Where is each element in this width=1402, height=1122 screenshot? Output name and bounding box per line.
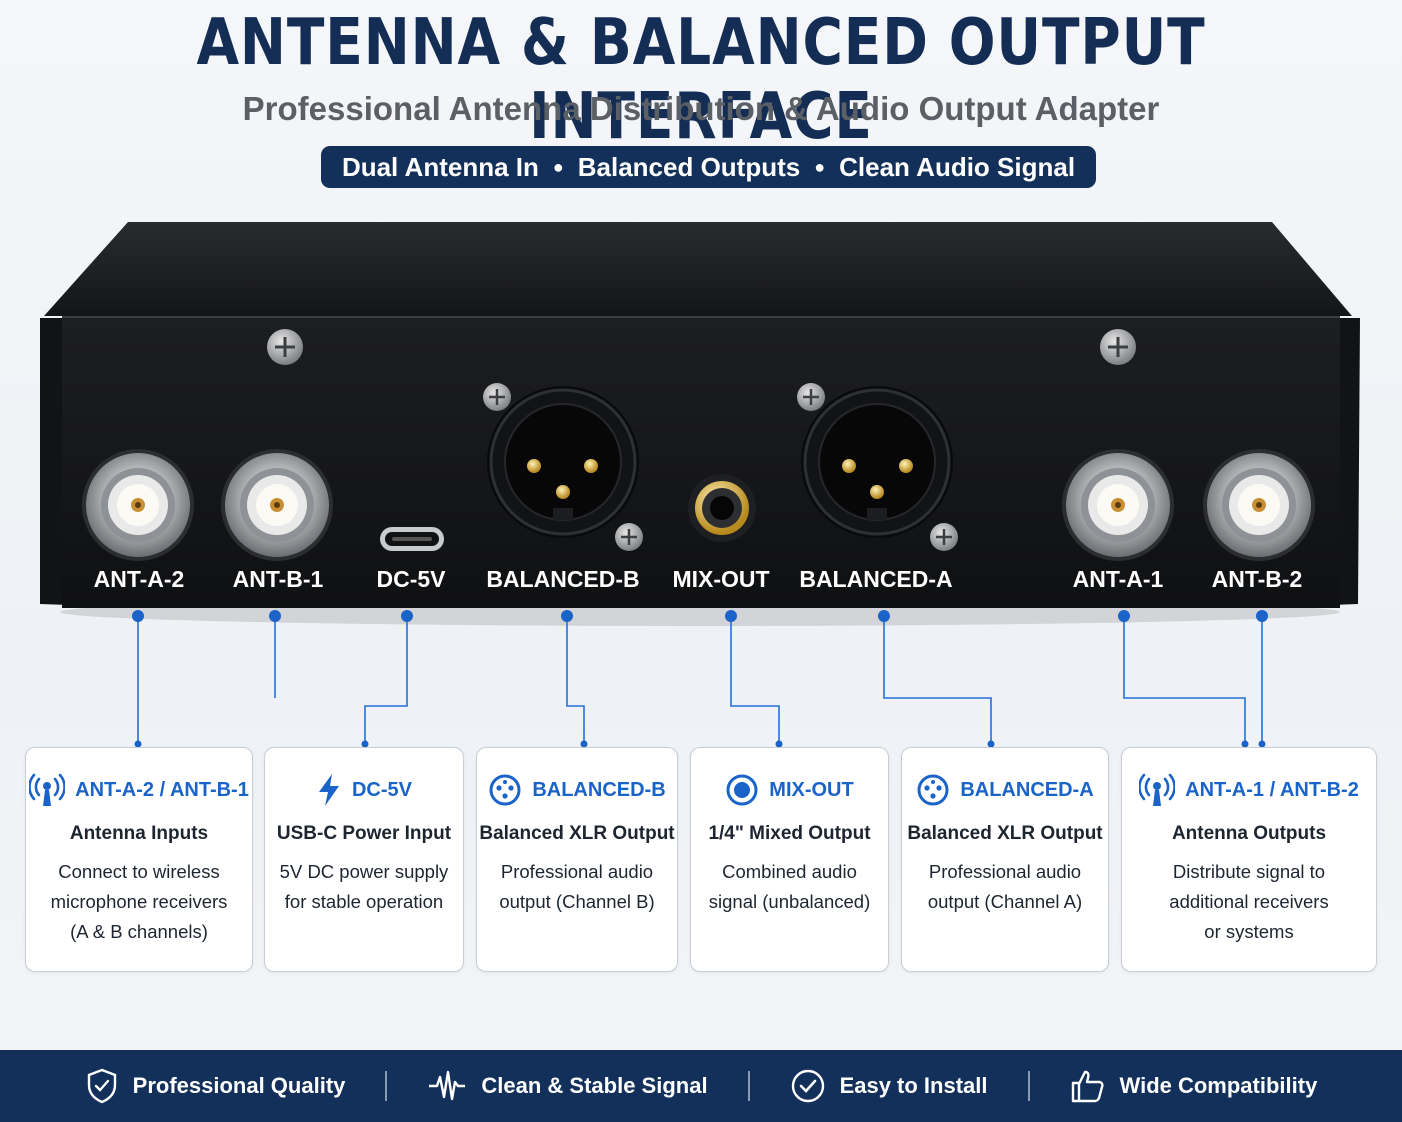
card-subtitle: Antenna Inputs bbox=[69, 823, 209, 844]
port-label-ant-b-2: ANT-B-2 bbox=[1211, 566, 1303, 592]
antenna-icon bbox=[1139, 773, 1176, 806]
pill-item: Balanced Outputs bbox=[577, 151, 801, 182]
footer-label: Professional Quality bbox=[132, 1073, 346, 1098]
footer-item-quality: Professional Quality bbox=[45, 1068, 386, 1104]
bullet-separator: ● bbox=[552, 156, 564, 177]
card-antenna-inputs: ANT-A-2 / ANT-B-1 Antenna Inputs Connect… bbox=[25, 747, 253, 972]
device-top bbox=[44, 222, 1352, 316]
target-icon bbox=[726, 774, 758, 806]
card-description: Professional audio output (Channel A) bbox=[902, 857, 1108, 917]
card-header: DC-5V bbox=[265, 774, 463, 806]
callout-lines bbox=[137, 616, 1263, 744]
footer-divider bbox=[747, 1071, 750, 1101]
desc-line: (A & B channels) bbox=[70, 921, 208, 942]
card-header: BALANCED-A bbox=[902, 774, 1108, 806]
card-title: BALANCED-B bbox=[532, 778, 666, 801]
card-subtitle: USB-C Power Input bbox=[276, 823, 452, 844]
desc-line: or systems bbox=[1204, 921, 1294, 942]
port-label-ant-b-1: ANT-B-1 bbox=[232, 566, 324, 592]
xlr-connector-icon bbox=[797, 383, 958, 551]
card-title: DC-5V bbox=[351, 778, 412, 801]
desc-line: Connect to wireless bbox=[58, 861, 220, 882]
bnc-connector-icon bbox=[1203, 449, 1315, 561]
footer-label: Wide Compatibility bbox=[1119, 1073, 1318, 1098]
card-title: MIX-OUT bbox=[769, 778, 854, 801]
screw-icon bbox=[267, 329, 303, 365]
thumbs-up-icon bbox=[1071, 1070, 1104, 1103]
card-description: Connect to wireless microphone receivers… bbox=[26, 857, 252, 947]
quarter-inch-jack-icon bbox=[688, 474, 756, 542]
pill-item: Clean Audio Signal bbox=[839, 151, 1076, 182]
desc-line: Distribute signal to bbox=[1172, 861, 1326, 882]
card-description: Professional audio output (Channel B) bbox=[477, 857, 677, 917]
desc-line: output (Channel B) bbox=[499, 891, 655, 912]
footer-divider bbox=[1027, 1071, 1030, 1101]
bullet-separator: ● bbox=[814, 156, 826, 177]
card-balanced-b: BALANCED-B Balanced XLR Output Professio… bbox=[476, 747, 678, 972]
card-mix-out: MIX-OUT 1/4" Mixed Output Combined audio… bbox=[690, 747, 889, 972]
desc-line: microphone receivers bbox=[50, 891, 228, 912]
screw-icon bbox=[1100, 329, 1136, 365]
card-antenna-outputs: ANT-A-1 / ANT-B-2 Antenna Outputs Distri… bbox=[1121, 747, 1377, 972]
page-subtitle: Professional Antenna Distribution & Audi… bbox=[242, 90, 1160, 127]
desc-line: additional receivers bbox=[1169, 891, 1329, 912]
pill-item: Dual Antenna In bbox=[341, 151, 539, 182]
feature-pill: Dual Antenna In ● Balanced Outputs ● Cle… bbox=[321, 146, 1096, 188]
desc-line: signal (unbalanced) bbox=[708, 891, 871, 912]
card-header: MIX-OUT bbox=[691, 774, 888, 806]
footer-item-signal: Clean & Stable Signal bbox=[387, 1069, 747, 1103]
waveform-icon bbox=[429, 1070, 466, 1101]
footer-bar: Professional Quality Clean & Stable Sign… bbox=[0, 1050, 1402, 1122]
desc-line: 5V DC power supply bbox=[279, 861, 449, 882]
footer-label: Easy to Install bbox=[839, 1073, 988, 1098]
port-label-mix-out: MIX-OUT bbox=[672, 566, 770, 592]
card-title: BALANCED-A bbox=[960, 778, 1094, 801]
desc-line: Combined audio bbox=[722, 861, 857, 882]
card-subtitle: Balanced XLR Output bbox=[907, 823, 1103, 844]
check-circle-icon bbox=[791, 1069, 824, 1103]
card-subtitle: Balanced XLR Output bbox=[479, 823, 675, 844]
card-description: 5V DC power supply for stable operation bbox=[265, 857, 463, 917]
desc-line: Professional audio bbox=[928, 861, 1082, 882]
bnc-connector-icon bbox=[221, 449, 333, 561]
xlr-icon bbox=[489, 774, 521, 806]
card-header: ANT-A-2 / ANT-B-1 bbox=[26, 773, 252, 806]
card-description: Distribute signal to additional receiver… bbox=[1122, 857, 1376, 947]
port-label-balanced-b: BALANCED-B bbox=[486, 566, 640, 592]
shield-icon bbox=[87, 1068, 116, 1104]
desc-line: Professional audio bbox=[500, 861, 654, 882]
bnc-connector-icon bbox=[82, 449, 194, 561]
footer-label: Clean & Stable Signal bbox=[481, 1073, 708, 1098]
card-header: BALANCED-B bbox=[477, 774, 677, 806]
bnc-connector-icon bbox=[1062, 449, 1174, 561]
card-balanced-a: BALANCED-A Balanced XLR Output Professio… bbox=[901, 747, 1109, 972]
footer-divider bbox=[385, 1071, 388, 1101]
card-dc-5v: DC-5V USB-C Power Input 5V DC power supp… bbox=[264, 747, 464, 972]
xlr-connector-icon bbox=[483, 383, 643, 551]
desc-line: output (Channel A) bbox=[927, 891, 1083, 912]
card-title: ANT-A-1 / ANT-B-2 bbox=[1185, 778, 1359, 801]
card-title: ANT-A-2 / ANT-B-1 bbox=[75, 778, 249, 801]
card-subtitle: 1/4" Mixed Output bbox=[708, 823, 871, 844]
page-title: ANTENNA & BALANCED OUTPUT INTERFACE bbox=[196, 6, 1206, 154]
footer-item-compat: Wide Compatibility bbox=[1030, 1068, 1358, 1104]
card-header: ANT-A-1 / ANT-B-2 bbox=[1122, 773, 1376, 806]
desc-line: for stable operation bbox=[284, 891, 444, 912]
xlr-icon bbox=[917, 774, 949, 806]
port-label-ant-a-2: ANT-A-2 bbox=[93, 566, 185, 592]
lightning-icon bbox=[318, 774, 339, 806]
footer-item-install: Easy to Install bbox=[750, 1068, 1028, 1104]
antenna-icon bbox=[29, 773, 66, 806]
callout-dots bbox=[132, 610, 1268, 748]
port-label-balanced-a: BALANCED-A bbox=[799, 566, 953, 592]
card-subtitle: Antenna Outputs bbox=[1171, 823, 1327, 844]
port-label-ant-a-1: ANT-A-1 bbox=[1072, 566, 1164, 592]
usb-c-port-icon bbox=[380, 527, 444, 551]
card-description: Combined audio signal (unbalanced) bbox=[691, 857, 888, 917]
port-label-dc-5v: DC-5V bbox=[376, 566, 446, 592]
